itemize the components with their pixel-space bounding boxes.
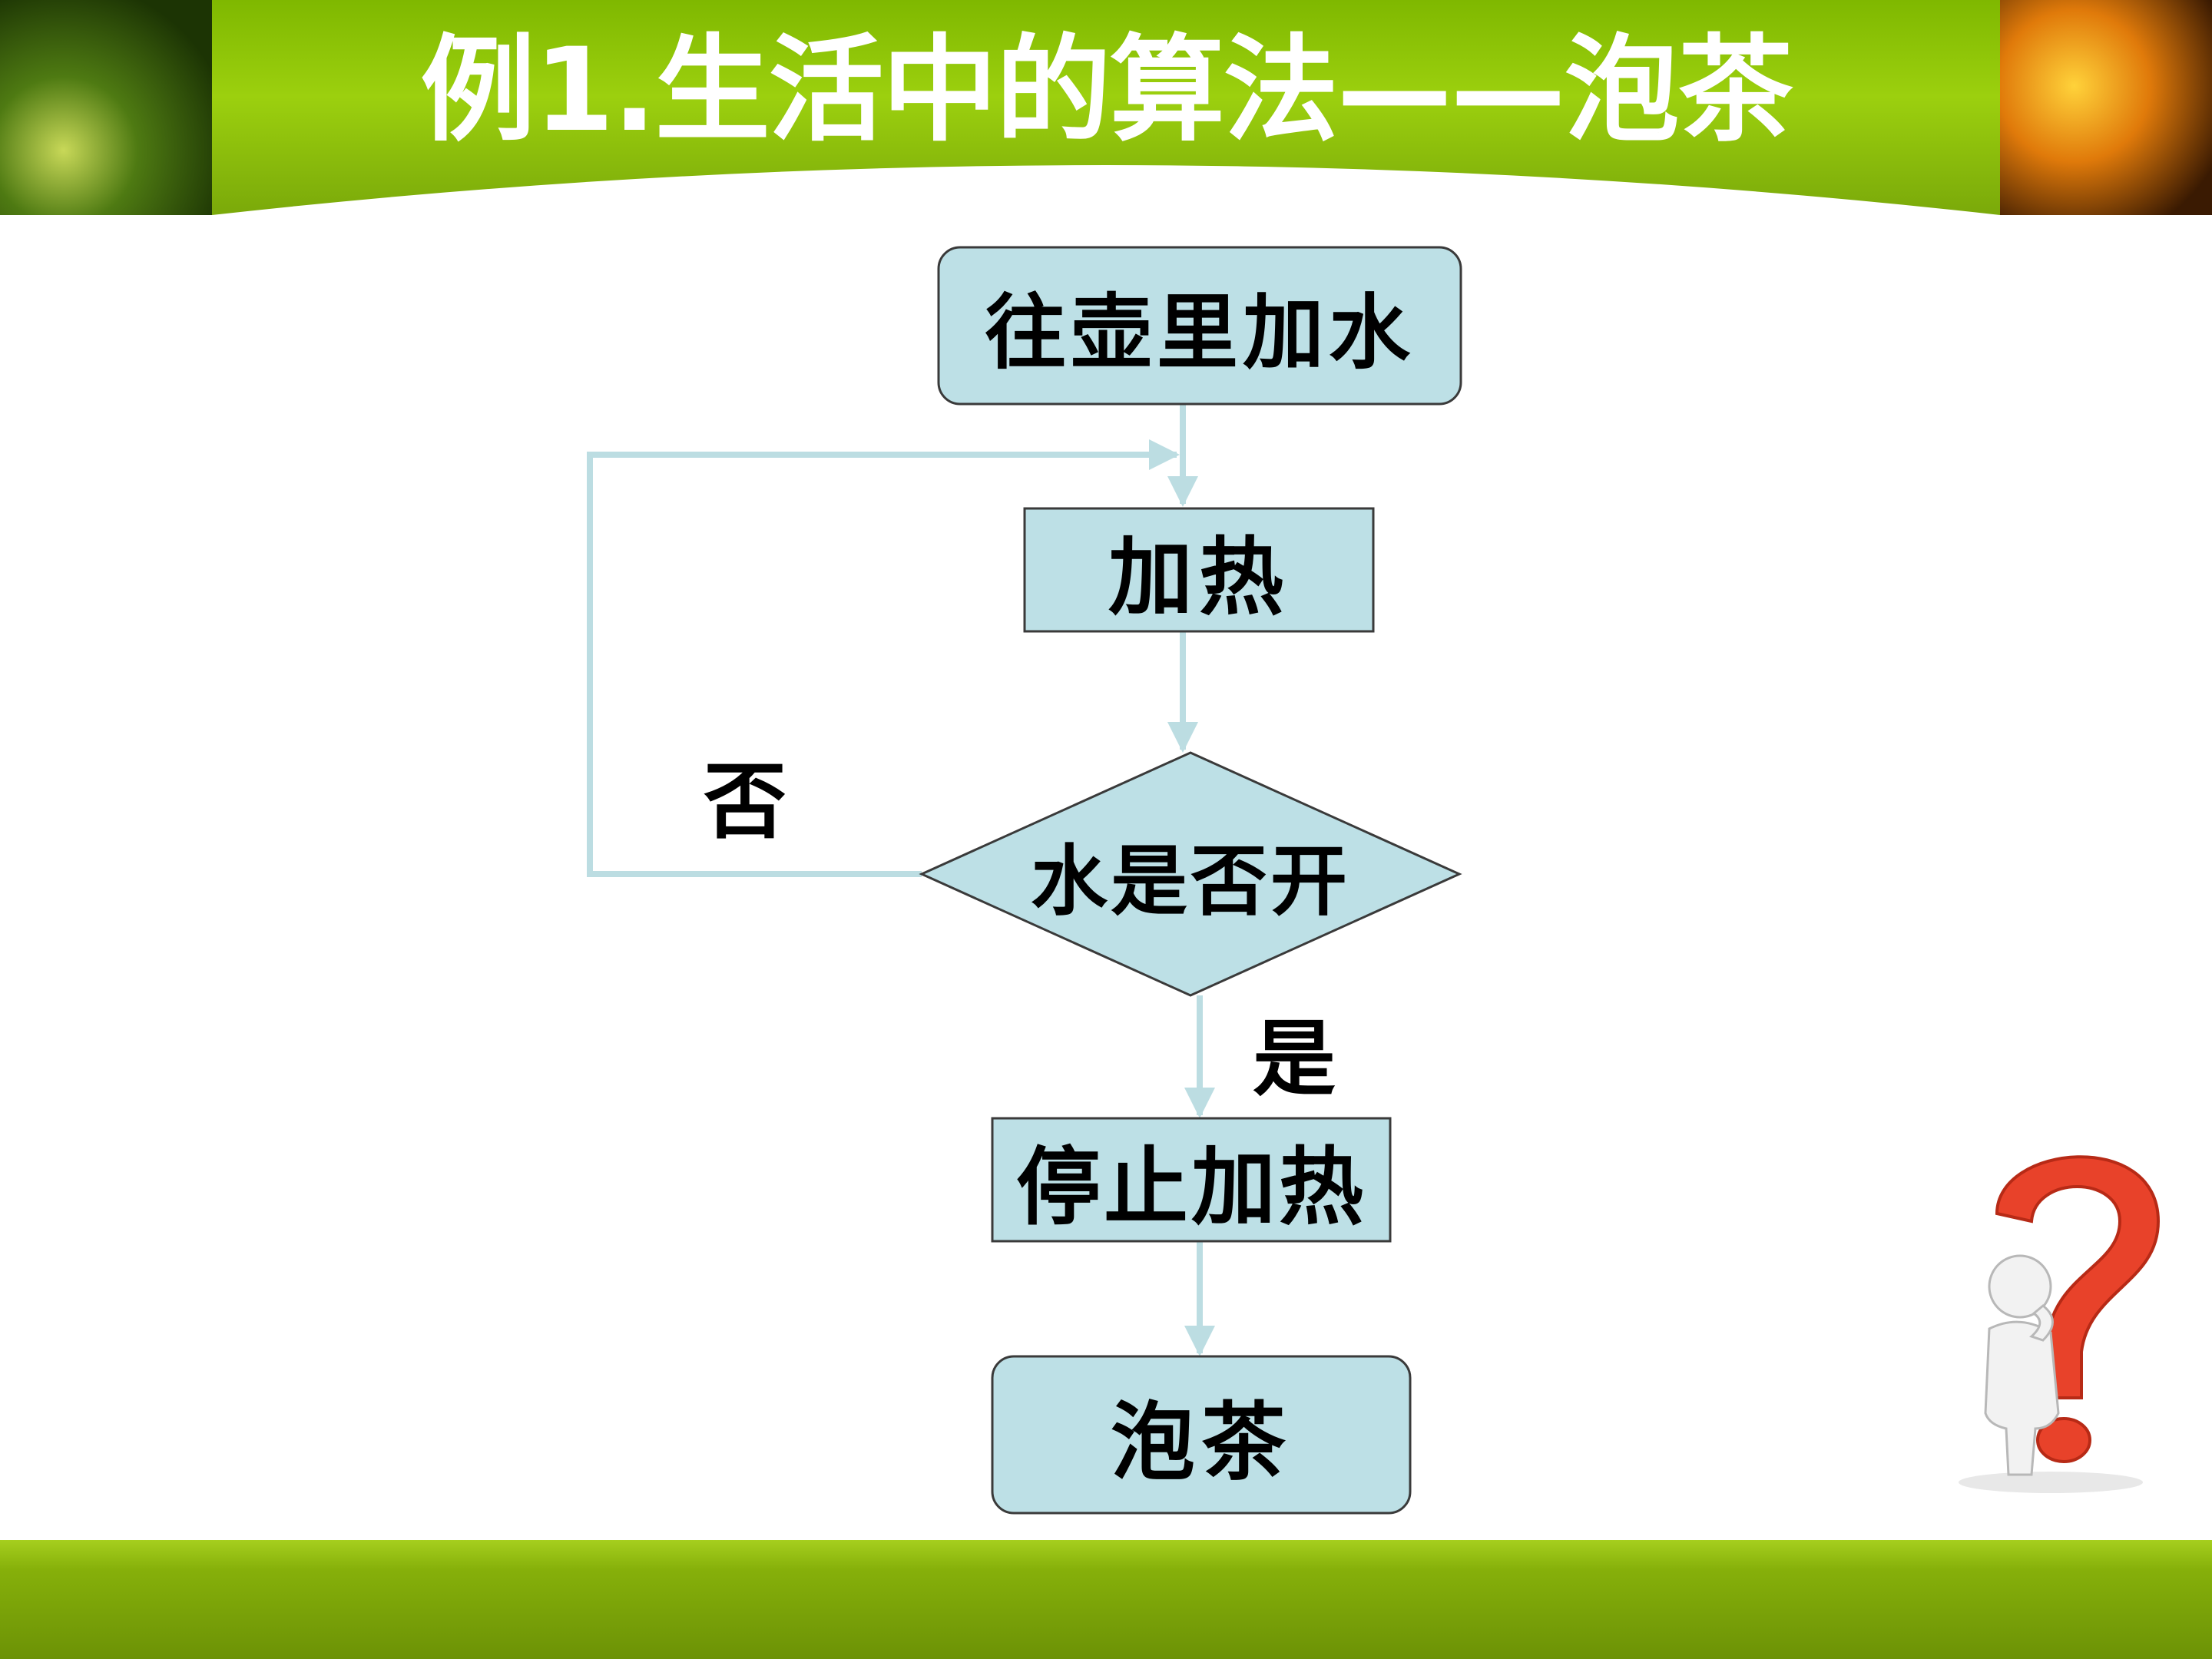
label-stop-heat: 停止加热 [992, 1118, 1390, 1241]
label-add-water: 往壶里加水 [939, 247, 1461, 404]
edge-label-no: 否 [691, 745, 799, 845]
label-make-tea: 泡茶 [992, 1356, 1410, 1513]
label-heat: 加热 [1025, 508, 1373, 631]
label-decision: 水是否开 [960, 813, 1421, 935]
footer-band [0, 1540, 2212, 1659]
edge-label-yes: 是 [1237, 1002, 1352, 1102]
thinking-figure [1936, 1121, 2189, 1498]
